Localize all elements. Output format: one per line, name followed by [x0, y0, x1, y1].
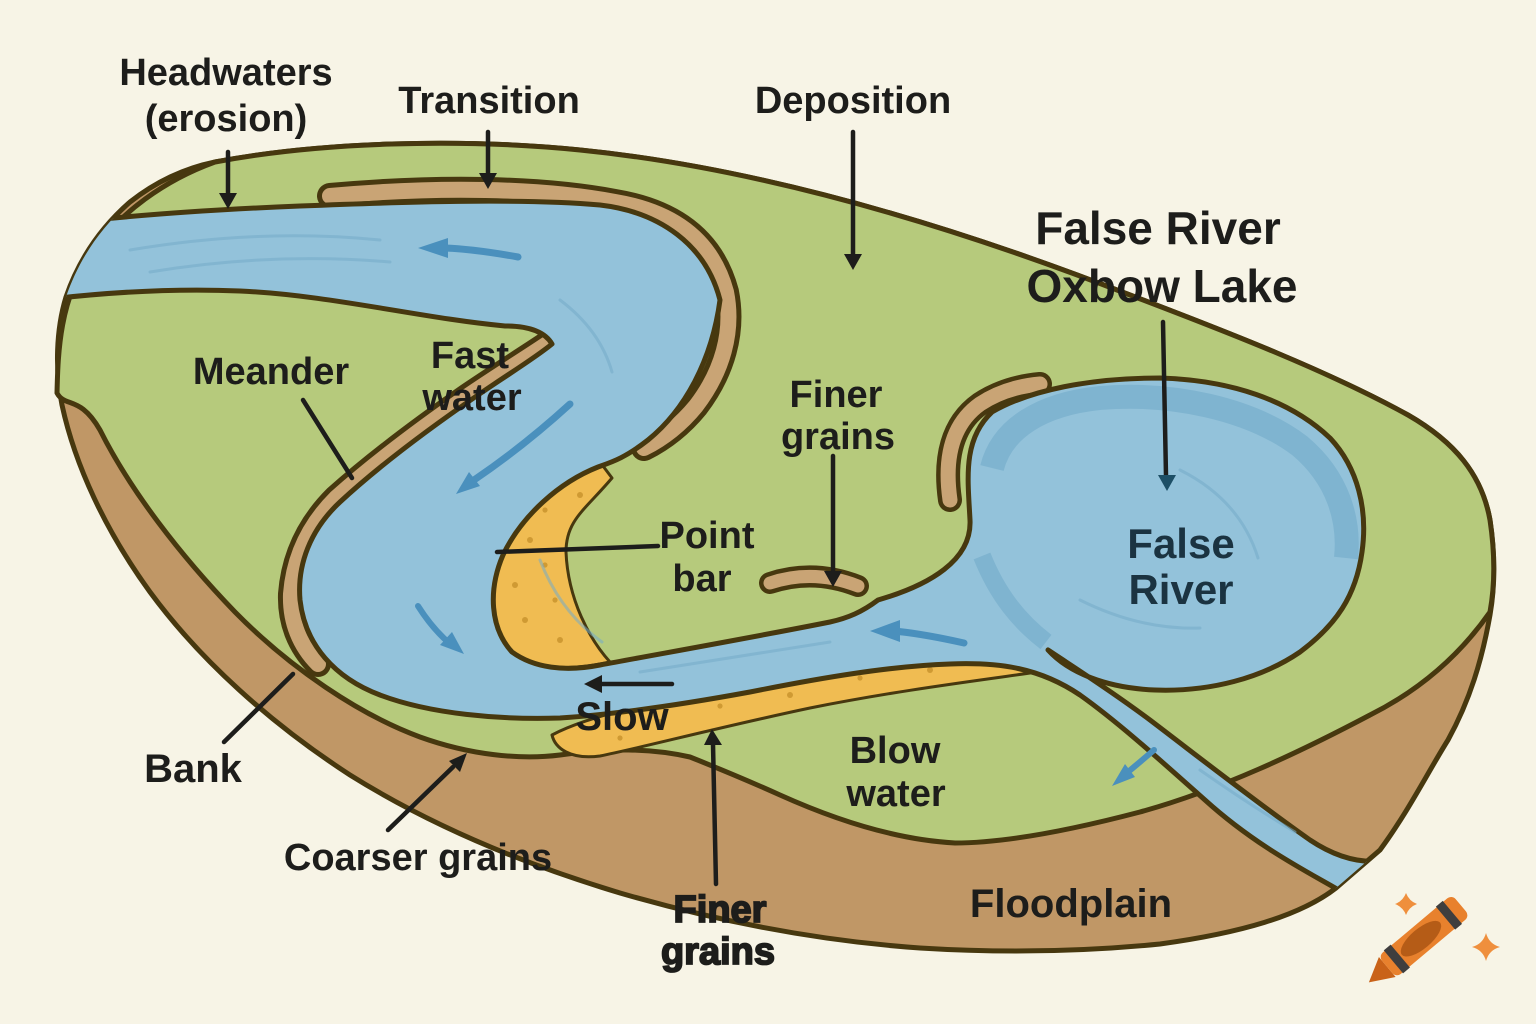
label-oxbow-title: False River Oxbow Lake: [1027, 202, 1298, 312]
coarser-grains-label: Coarser grains: [284, 837, 552, 879]
finer-grains-lower-line1: Finer: [674, 889, 767, 931]
headwaters-arrow-icon: [219, 149, 237, 209]
cut-bank-strips: [277, 176, 1052, 677]
floodplain-label: Floodplain: [970, 882, 1172, 926]
river-and-oxbow-lake: [57, 198, 1391, 895]
oxbow-label-line2: Oxbow Lake: [1027, 260, 1298, 312]
sparkle-icon: [1472, 933, 1500, 961]
finer-grains-upper-line1: Finer: [790, 374, 883, 416]
slow-arrow-icon: [584, 675, 675, 693]
meander-pointer-line: [300, 397, 355, 481]
crayon-icon: [1368, 897, 1468, 983]
annotation-arrows: [219, 129, 1176, 887]
label-finer-grains-upper: Finer grains: [781, 374, 895, 458]
flow-arrow-slow-reach-icon: [870, 620, 968, 647]
label-point-bar: Point bar: [660, 515, 755, 600]
water-system: [57, 198, 1391, 895]
blow-water-label-line2: water: [845, 773, 945, 815]
point-bar-label-line2: bar: [672, 558, 731, 600]
false-river-label-line2: River: [1128, 566, 1233, 613]
diagram-labels: Headwaters (erosion) Transition Depositi…: [119, 52, 1298, 974]
water-streaks: [128, 234, 1297, 834]
point-bar-speckles: [512, 492, 583, 643]
flow-arrow-upstream-icon: [418, 238, 522, 261]
oxbow-arrow-icon: [1158, 319, 1176, 491]
headwaters-label-line1: Headwaters: [119, 52, 332, 94]
false-river-label-line1: False: [1127, 520, 1234, 567]
sparkle-icon: [1395, 893, 1417, 915]
label-fast-water: Fast water: [421, 335, 521, 419]
label-finer-grains-lower: Finer grains: [660, 888, 776, 974]
slow-label: Slow: [575, 695, 669, 739]
point-bar-pointer-line: [494, 543, 661, 555]
flow-arrows: [415, 238, 1157, 786]
headwaters-label-line2: (erosion): [145, 98, 308, 140]
fast-water-label-line1: Fast: [431, 335, 509, 377]
oxbow-label-line1: False River: [1035, 202, 1281, 254]
coarser-grains-arrow-icon: [385, 753, 467, 833]
deposition-label: Deposition: [755, 80, 951, 122]
flow-arrow-fast-descent-icon: [456, 400, 574, 494]
finer-grains-upper-line2: grains: [781, 416, 895, 458]
blow-water-label-line1: Blow: [850, 730, 941, 772]
finer-grains-lower-line2: grains: [661, 931, 775, 973]
point-bar-label-line1: Point: [660, 515, 755, 557]
meander-label: Meander: [193, 351, 349, 393]
finer-grains-lower-arrow-icon: [704, 729, 722, 887]
bank-label: Bank: [144, 747, 243, 791]
fast-water-label-line2: water: [421, 377, 521, 419]
transition-label: Transition: [398, 80, 580, 122]
label-headwaters: Headwaters (erosion): [119, 52, 332, 140]
lower-sand-speckles: [617, 667, 933, 741]
transition-arrow-icon: [479, 129, 497, 189]
label-false-river: False River: [1127, 520, 1234, 613]
flow-arrow-outlet-icon: [1112, 747, 1157, 786]
deposition-arrow-icon: [844, 129, 862, 270]
finer-grains-upper-arrow-icon: [824, 453, 842, 587]
flow-arrow-bend-icon: [415, 603, 464, 654]
label-blow-water: Blow water: [845, 730, 945, 815]
bank-pointer-line: [221, 671, 296, 745]
crayon-logo: [1368, 893, 1500, 983]
